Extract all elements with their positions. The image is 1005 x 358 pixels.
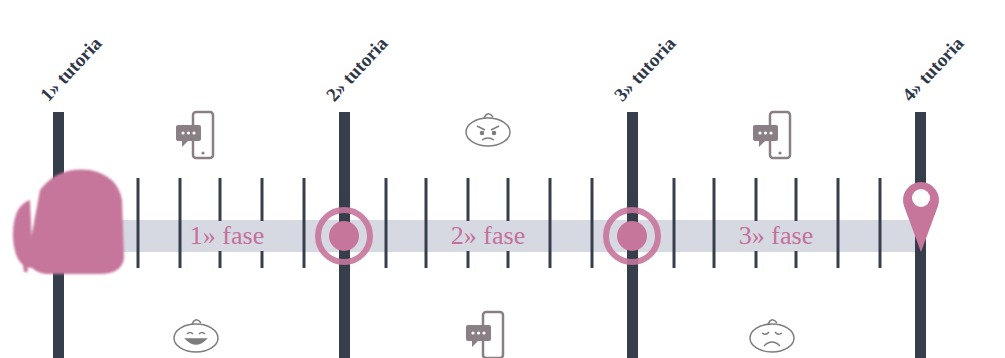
chat-tail xyxy=(182,141,188,147)
tutoria-bar xyxy=(627,112,638,358)
pin-body xyxy=(903,182,939,252)
tick xyxy=(879,178,882,268)
tutoria-bar xyxy=(339,112,350,358)
backpack-strap xyxy=(18,230,28,272)
phone-chat-icon xyxy=(176,112,213,158)
tick xyxy=(179,178,182,268)
face-brow xyxy=(477,126,485,130)
phone-button xyxy=(201,151,204,154)
dot xyxy=(187,131,190,134)
face-mouth xyxy=(764,342,780,346)
sad-face xyxy=(750,320,794,352)
dot xyxy=(471,331,474,334)
tick xyxy=(303,178,306,268)
face-eye xyxy=(762,332,769,334)
tutoria-label: 2» tutoria xyxy=(322,33,392,106)
backpack-pocket xyxy=(13,200,33,268)
chat-tail xyxy=(472,341,478,347)
face-tuft xyxy=(484,114,493,118)
tick xyxy=(385,178,388,268)
tutoria-bar xyxy=(915,112,926,358)
dot xyxy=(181,131,184,134)
tutoria-label: 3» tutoria xyxy=(610,33,680,106)
face-eye xyxy=(493,132,496,135)
phase-segment: 1» fase xyxy=(110,220,344,252)
face-mouth xyxy=(482,138,494,140)
face-tuft xyxy=(192,320,201,324)
phase-segment: 3» fase xyxy=(638,220,914,252)
face-outline xyxy=(174,324,218,352)
phone-button xyxy=(778,151,781,154)
phase-band xyxy=(95,220,925,252)
tick xyxy=(549,178,552,268)
tick xyxy=(837,178,840,268)
backpack xyxy=(13,169,124,274)
chat-bubble xyxy=(753,125,778,141)
marker-dot xyxy=(617,221,647,251)
face-tuft xyxy=(768,320,777,324)
tick xyxy=(97,178,100,268)
phone-chat-icon xyxy=(753,112,790,158)
angry-face xyxy=(466,114,510,146)
band-bar xyxy=(95,220,925,252)
phase-segment: 2» fase xyxy=(350,220,626,252)
marker-ring xyxy=(318,210,370,262)
tutoria-label: 1» tutoria xyxy=(36,33,106,106)
pin-hole xyxy=(912,189,930,207)
face-eye xyxy=(481,132,484,135)
tick xyxy=(673,178,676,268)
map-pin xyxy=(903,182,939,252)
face-brow xyxy=(491,126,499,130)
phase-label: 1» fase xyxy=(185,221,269,251)
chat-tail xyxy=(759,141,765,147)
dot xyxy=(482,331,485,334)
tutoria-bars xyxy=(53,112,926,358)
phone-chat-icon xyxy=(466,312,503,358)
backpack-body xyxy=(28,169,124,274)
dot xyxy=(769,131,772,134)
chat-bubble xyxy=(176,125,201,141)
face-eye xyxy=(187,333,193,335)
tutoria-label: 4» tutoria xyxy=(898,33,968,106)
face-mouth xyxy=(186,339,206,344)
milestone-marker xyxy=(318,210,370,262)
dot xyxy=(764,131,767,134)
milestone-marker xyxy=(606,210,658,262)
marker-dot xyxy=(329,221,359,251)
dot xyxy=(192,131,195,134)
marker-ring xyxy=(606,210,658,262)
chat-bubble xyxy=(466,325,491,341)
face-outline xyxy=(750,324,794,352)
happy-face xyxy=(174,320,218,352)
face-eye xyxy=(199,333,205,335)
phase-label: 2» fase xyxy=(446,221,530,251)
face-outline xyxy=(466,118,510,146)
tutoria-bar xyxy=(53,112,64,358)
tick xyxy=(137,178,140,268)
phase-label: 3» fase xyxy=(734,221,818,251)
tick xyxy=(591,178,594,268)
tick xyxy=(425,178,428,268)
tick-marks xyxy=(98,178,880,268)
dot xyxy=(758,131,761,134)
tick xyxy=(713,178,716,268)
dot xyxy=(477,331,480,334)
face-eye xyxy=(775,332,782,334)
